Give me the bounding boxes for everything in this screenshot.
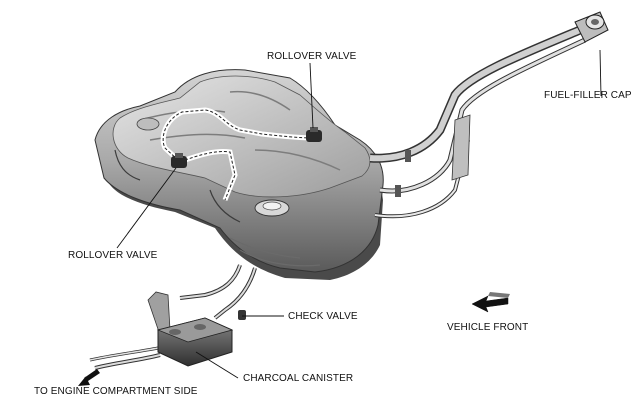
fuel-filler-cap-part — [574, 11, 609, 43]
fuel-filler-cap-label: FUEL-FILLER CAP — [544, 90, 632, 101]
vehicle-front-label: VEHICLE FRONT — [447, 322, 529, 333]
vehicle-front-arrow-icon — [471, 292, 510, 313]
charcoal-canister-label: CHARCOAL CANISTER — [243, 373, 354, 384]
vent-hoses — [160, 107, 316, 201]
to-engine-compartment-side-label: TO ENGINE COMPARTMENT SIDE — [34, 386, 198, 397]
fuel-filler-pipe — [369, 25, 587, 219]
fuel-tank — [94, 69, 384, 280]
rollover-valve-top-label: ROLLOVER VALVE — [267, 51, 357, 62]
rollover-valve-left-label: ROLLOVER VALVE — [68, 250, 158, 261]
check-valve-label: CHECK VALVE — [288, 311, 358, 322]
check-valve-part — [238, 310, 246, 320]
rollover-valve-top-part — [306, 127, 322, 142]
rollover-valve-left-part — [171, 153, 187, 168]
evap-lines — [89, 264, 257, 370]
leader-lines — [116, 49, 602, 379]
engine-compartment-arrow-icon — [78, 369, 100, 386]
charcoal-canister-part — [147, 291, 234, 367]
